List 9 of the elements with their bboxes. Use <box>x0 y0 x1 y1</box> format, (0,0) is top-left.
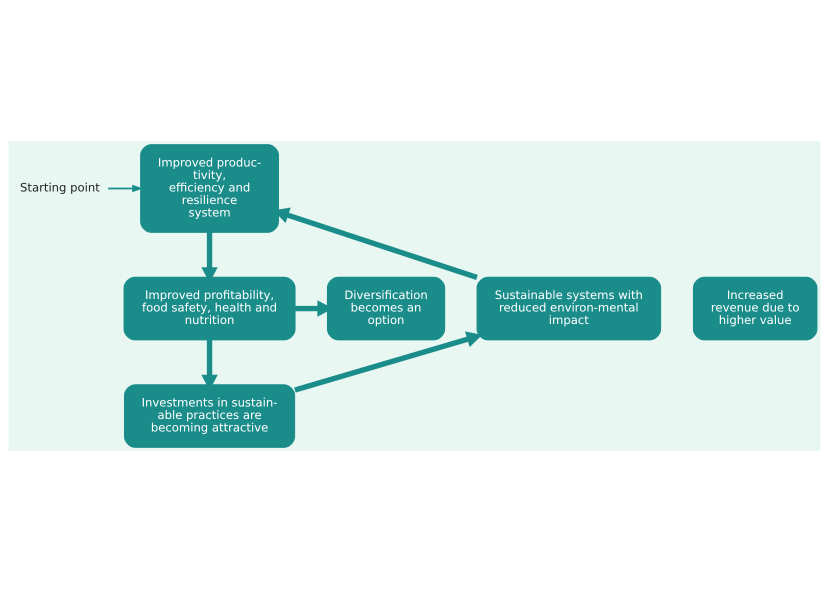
node-box: Improved produc-tivity, efficiency and resilience system <box>140 144 279 232</box>
node-box: Diversification becomes an option <box>326 276 446 340</box>
node-box: Increased revenue due to higher value <box>692 276 818 340</box>
arrow <box>108 184 143 192</box>
node-box: Investments in sustain-able practices are becoming attractive <box>124 384 296 448</box>
arrow <box>294 330 482 392</box>
node-text: Starting point <box>20 180 100 194</box>
node-box: Improved profitability, food safety, health and nutrition <box>124 276 296 340</box>
node-box: Sustainable systems with reduced environ-mental impact <box>476 276 662 340</box>
